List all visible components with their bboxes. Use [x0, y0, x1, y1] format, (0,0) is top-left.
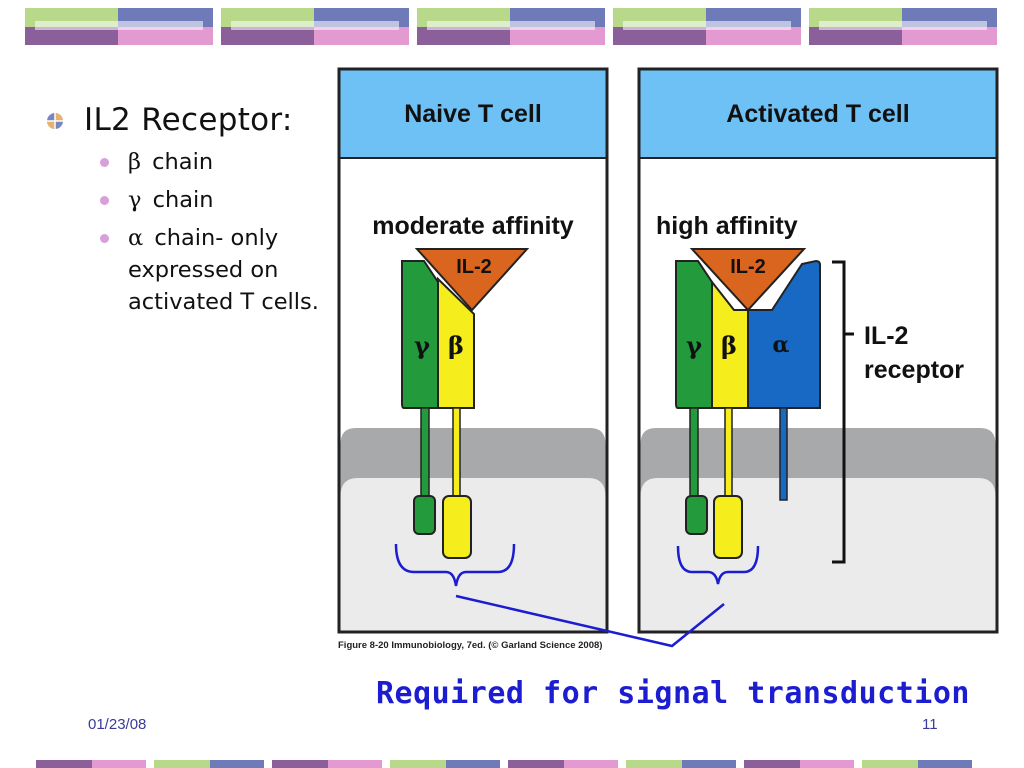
footer-decoration	[36, 760, 972, 768]
signal-connector-lines	[455, 594, 725, 648]
sub-bullet-list: β chain γ chain α chain- only expressed …	[44, 146, 334, 318]
gamma-label: γ	[686, 331, 702, 360]
bracket-label-line1: IL-2	[864, 322, 908, 350]
sub-bullet-text: chain- only expressed on activated T cel…	[128, 225, 319, 315]
bullet-dot-icon	[100, 158, 109, 167]
sub-bullet-text: chain	[152, 149, 214, 175]
beta-label: β	[448, 331, 464, 360]
il2-ligand-label: IL-2	[730, 256, 766, 278]
moderate-affinity-label: moderate affinity	[372, 212, 574, 240]
bullet-dot-icon	[100, 196, 109, 205]
greek-symbol: β	[128, 149, 142, 175]
figure-credit: Figure 8-20 Immunobiology, 7ed. (© Garla…	[338, 640, 602, 651]
activated-panel-title: Activated T cell	[726, 100, 909, 128]
header-decoration	[25, 8, 997, 45]
alpha-label: α	[773, 332, 790, 358]
bullet-title: IL2 Receptor:	[84, 102, 293, 138]
signal-transduction-caption: Required for signal transduction	[376, 676, 970, 711]
bracket-label-line2: receptor	[864, 356, 964, 384]
footer-date: 01/23/08	[88, 716, 147, 733]
sub-bullet-gamma: γ chain	[44, 184, 334, 216]
sub-bullet-beta: β chain	[44, 146, 334, 178]
bullet-dot-icon	[100, 234, 109, 243]
sub-bullet-text: chain	[152, 187, 214, 213]
il2-receptor-figure: Naive T cell moderate affinity γ β IL-2 …	[337, 67, 999, 651]
greek-symbol: α	[128, 225, 144, 251]
main-bullet: IL2 Receptor:	[44, 100, 334, 140]
beta-label: β	[721, 331, 737, 360]
activated-t-cell-panel: Activated T cell high affinity γ β α IL-…	[637, 67, 999, 634]
high-affinity-label: high affinity	[656, 212, 798, 240]
quadrant-bullet-icon	[47, 113, 63, 129]
il2-ligand-label: IL-2	[456, 256, 492, 278]
page-number: 11	[922, 716, 938, 733]
naive-t-cell-panel: Naive T cell moderate affinity γ β IL-2	[337, 67, 609, 634]
sub-bullet-alpha: α chain- only expressed on activated T c…	[44, 222, 334, 318]
naive-panel-title: Naive T cell	[404, 100, 542, 128]
bullet-list: IL2 Receptor: β chain γ chain α chain- o…	[44, 100, 334, 324]
greek-symbol: γ	[128, 187, 142, 213]
gamma-label: γ	[414, 331, 430, 360]
